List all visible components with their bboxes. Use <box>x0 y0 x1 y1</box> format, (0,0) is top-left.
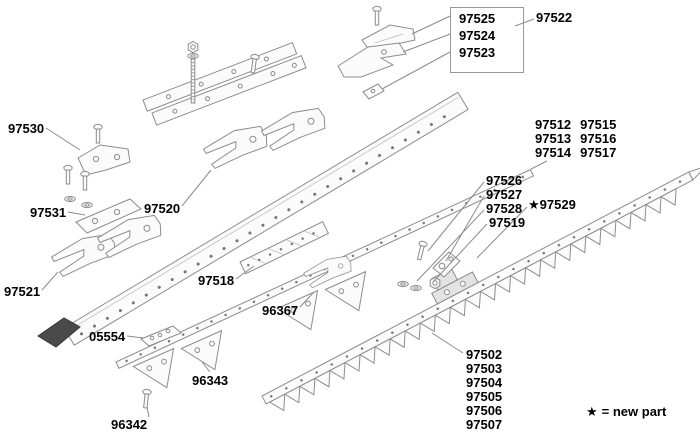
part-label-97519: 97519 <box>489 215 526 230</box>
clamp-97524 <box>337 42 407 78</box>
part-label-97515: 97515 <box>580 117 617 132</box>
leader-lines <box>41 15 548 418</box>
part-label-97520: 97520 <box>144 201 181 216</box>
part-label-96343: 96343 <box>192 373 229 388</box>
part-label-97504: 97504 <box>466 375 503 390</box>
part-label-05554: 05554 <box>89 329 126 344</box>
hardware-cluster <box>397 239 461 292</box>
part-label-97529: ★97529 <box>528 198 576 212</box>
part-label-97528: 97528 <box>486 201 523 216</box>
part-label-97502: 97502 <box>466 347 503 362</box>
part-label-97517: 97517 <box>580 145 617 160</box>
part-label-row-97512-97515: 97512 97515 <box>535 118 616 132</box>
new-part-star-icon: ★ <box>528 197 540 212</box>
plate-05554 <box>140 325 182 347</box>
part-label-97506: 97506 <box>466 403 503 418</box>
guard-clips-97520 <box>200 103 330 171</box>
knife-assembly <box>261 165 700 416</box>
part-label-row-97513-97516: 97513 97516 <box>535 132 616 146</box>
part-label-97505: 97505 <box>466 389 503 404</box>
part-label-97526: 97526 <box>486 173 523 188</box>
part-label-96342: 96342 <box>111 417 148 432</box>
bolt-with-nut <box>187 41 199 104</box>
part-label-96367: 96367 <box>262 303 299 318</box>
studs-and-washers <box>63 164 93 209</box>
plate-97531 <box>75 198 142 234</box>
part-label-97518: 97518 <box>198 273 235 288</box>
part-label-row-97514-97517: 97514 97517 <box>535 146 616 160</box>
hold-down-kit <box>337 5 416 100</box>
part-label-97527: 97527 <box>486 187 523 202</box>
kit-bolt <box>372 5 382 26</box>
bolt-96342 <box>140 388 152 409</box>
callout-box-975xx: 97525 97524 97523 <box>450 7 524 73</box>
bar-end-shoe <box>37 317 81 348</box>
part-label-97530: 97530 <box>8 121 45 136</box>
part-label-97513: 97513 <box>535 131 572 146</box>
wear-plates <box>142 42 307 126</box>
part-label-97525: 97525 <box>459 11 496 26</box>
part-label-97523: 97523 <box>459 45 496 60</box>
part-label-97503: 97503 <box>466 361 503 376</box>
part-label-97512: 97512 <box>535 117 572 132</box>
part-number-97529: 97529 <box>539 197 576 212</box>
new-part-star-icon: ★ <box>586 404 598 419</box>
part-label-97514: 97514 <box>535 145 572 160</box>
part-label-97516: 97516 <box>580 131 617 146</box>
knife-head-97518 <box>239 221 330 275</box>
part-label-97524: 97524 <box>459 28 496 43</box>
legend-new-part: ★= new part <box>586 405 666 419</box>
bracket-97530 <box>77 123 131 176</box>
legend-text: = new part <box>601 404 667 419</box>
part-label-97522: 97522 <box>536 10 573 25</box>
part-label-97521: 97521 <box>4 284 41 299</box>
part-label-97531: 97531 <box>30 205 67 220</box>
part-label-97507: 97507 <box>466 417 503 432</box>
